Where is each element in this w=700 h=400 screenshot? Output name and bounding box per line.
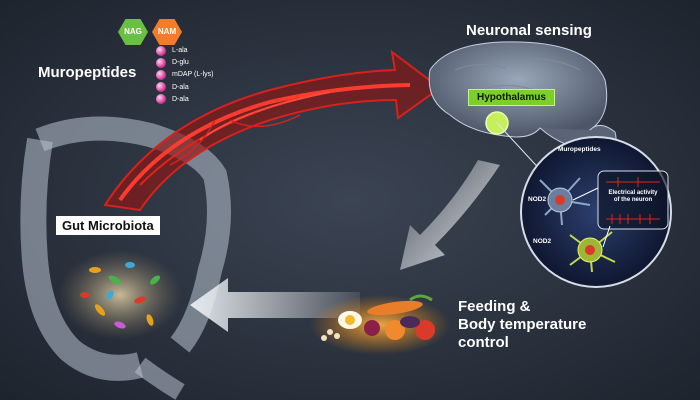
amino-acid-item: mDAP (L-lys)	[156, 69, 213, 80]
amino-acid-label: D-ala	[172, 95, 189, 103]
feeding-line-1: Feeding &	[458, 298, 531, 315]
hypothalamus-label: Hypothalamus	[468, 89, 555, 106]
amino-acid-item: D-ala	[156, 94, 213, 105]
amino-acid-bead	[156, 82, 166, 93]
amino-acid-item: D-ala	[156, 82, 213, 93]
feeding-line-3: control	[458, 334, 509, 351]
electrical-activity-line-1: Electrical activity	[608, 190, 658, 196]
muropeptides-label: Muropeptides	[38, 64, 137, 81]
amino-acid-item: D-glu	[156, 57, 213, 68]
amino-acid-label: L-ala	[172, 47, 188, 54]
neuron-cell-top	[539, 177, 591, 226]
gut-microbiota-label: Gut Microbiota	[56, 216, 160, 235]
electrical-activity-line-2: of the neuron	[613, 197, 653, 203]
feedback-arrow	[400, 160, 500, 270]
amino-acid-bead	[156, 69, 166, 80]
amino-acid-label: D-glu	[172, 59, 189, 67]
amino-acid-bead	[156, 57, 166, 68]
neuron-inset	[520, 136, 672, 288]
food-illustration	[310, 294, 450, 355]
amino-acid-bead	[156, 94, 166, 105]
amino-acid-item: L-ala	[156, 45, 213, 56]
blood-vessel-arrow	[103, 49, 442, 212]
bacteria-cluster	[80, 262, 160, 329]
amino-acid-label: mDAP (L-lys)	[172, 71, 214, 79]
amino-acid-bead	[156, 45, 166, 56]
neuron-cell-bottom	[569, 231, 616, 273]
feeding-line-2: Body temperature	[458, 316, 587, 333]
inset-muropeptides-label: Muropeptides	[558, 146, 601, 153]
amino-acid-chain: L-ala D-glu mDAP (L-lys) D-ala D-ala	[156, 45, 213, 106]
amino-acid-label: D-ala	[172, 83, 189, 91]
electrical-activity-label: Electrical activity of the neuron	[598, 190, 668, 204]
feeding-label: Feeding & Body temperature control	[458, 298, 586, 352]
electrical-activity-panel	[572, 170, 669, 248]
neuronal-sensing-label: Neuronal sensing	[466, 22, 592, 39]
nod2-label-bottom: NOD2	[533, 238, 552, 245]
nod2-label-top: NOD2	[528, 196, 547, 203]
return-arrow	[190, 278, 360, 332]
